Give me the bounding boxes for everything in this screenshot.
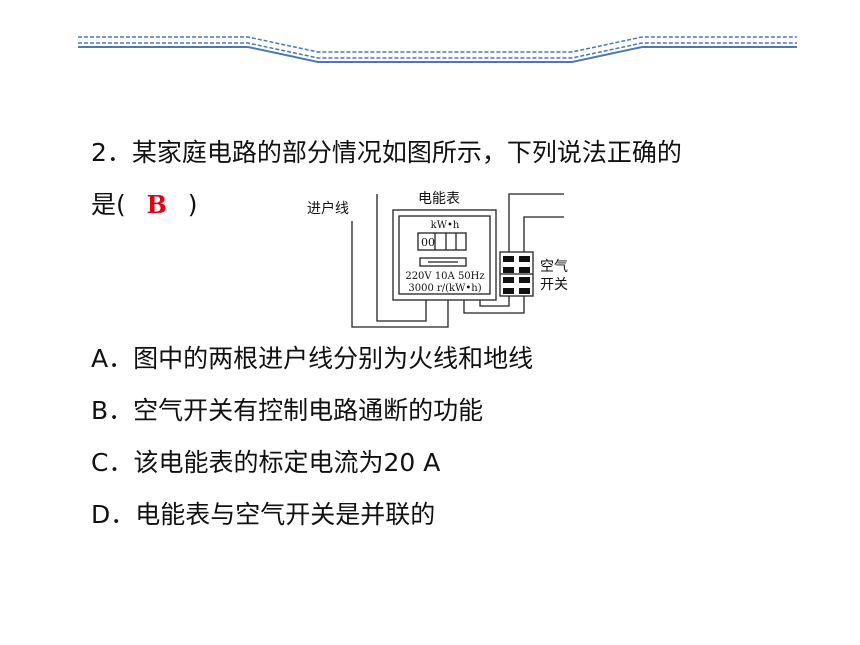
- question-line-1: 2．某家庭电路的部分情况如图所示，下列说法正确的: [91, 138, 682, 167]
- meter-title: 电能表: [418, 191, 460, 207]
- option-c: C．该电能表的标定电流为20 A: [91, 448, 441, 477]
- option-a: A．图中的两根进户线分别为火线和地线: [91, 344, 534, 373]
- switch-label-1: 空气: [540, 259, 568, 275]
- header-decoration: [78, 36, 797, 63]
- incoming-line-label: 进户线: [307, 200, 349, 217]
- option-b: B．空气开关有控制电路通断的功能: [91, 396, 484, 425]
- question-line-2: 是( B): [91, 190, 198, 220]
- meter-spec-1: 220V 10A 50Hz: [405, 271, 484, 282]
- meter-digits: 00: [421, 236, 435, 249]
- switch-label-2: 开关: [540, 277, 568, 293]
- answer-mark: B: [146, 190, 167, 219]
- meter-spec-2: 3000 r/(kW•h): [408, 283, 481, 294]
- option-d: D．电能表与空气开关是并联的: [91, 500, 436, 529]
- question-suffix: ): [187, 190, 198, 219]
- circuit-diagram: 进户线 电能表 kW•h 00 220V 10A 50Hz 3000 r/(kW…: [307, 191, 568, 328]
- question-prefix: 是(: [91, 190, 126, 219]
- meter-unit: kW•h: [431, 220, 460, 231]
